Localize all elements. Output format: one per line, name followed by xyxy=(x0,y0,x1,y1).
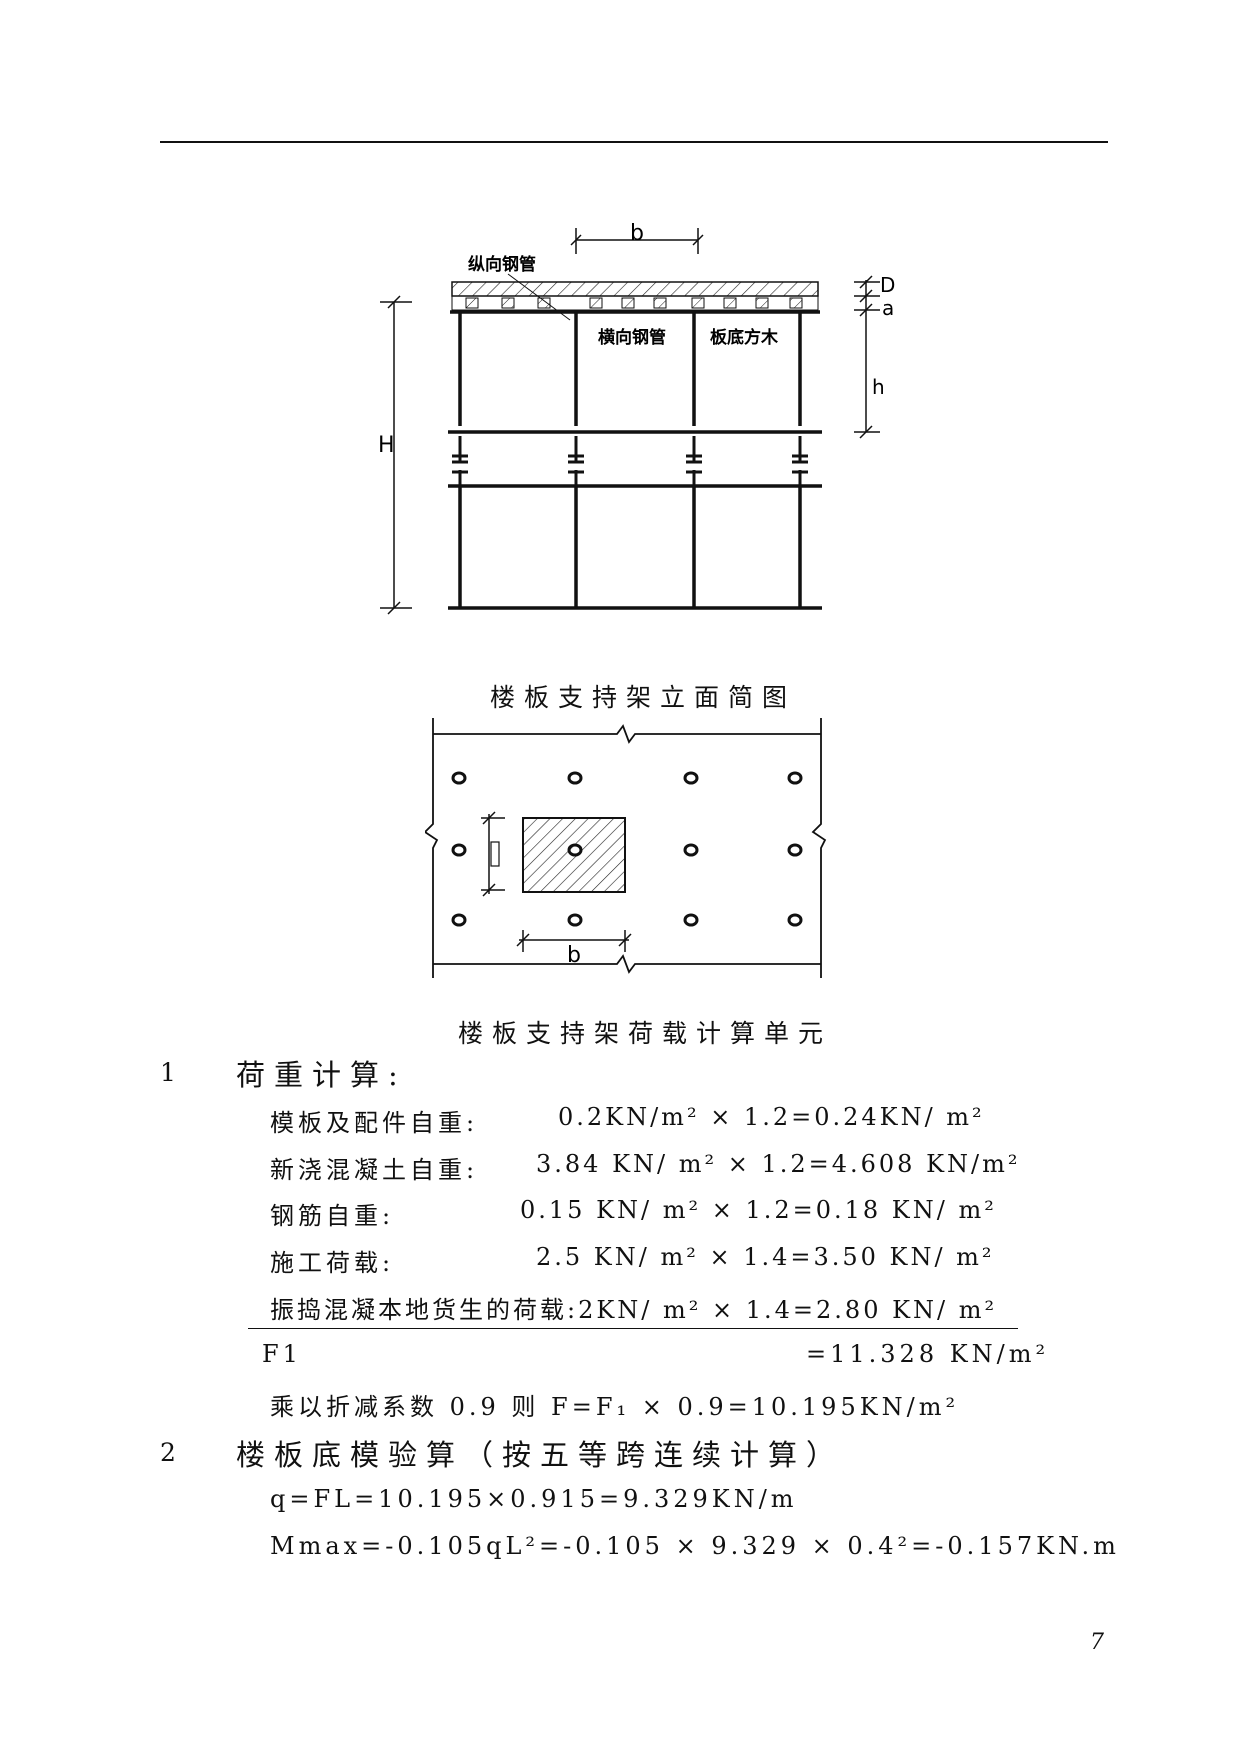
figure2-caption: 楼板支持架荷载计算单元 xyxy=(458,1019,833,1048)
label-a: a xyxy=(882,296,894,320)
label-transverse-pipe: 横向钢管 xyxy=(598,327,666,348)
timber-row xyxy=(451,295,819,311)
section2-title: 楼板底模验算（按五等跨连续计算） xyxy=(236,1438,845,1472)
q-formula: q=FL=10.195×0.915=9.329KN/m xyxy=(270,1485,798,1513)
dimension-b: b xyxy=(570,221,704,254)
load-item-construction: 施工荷载: xyxy=(270,1249,395,1277)
load-item-vibration: 振捣混凝本地货生的荷载:2KN/ m² × 1.4=2.80 KN/ m² xyxy=(270,1296,998,1324)
label-bottom-timber: 板底方木 xyxy=(710,327,779,348)
reduction-line: 乘以折减系数 0.9 则 F=F₁ × 0.9=10.195KN/m² xyxy=(270,1393,960,1421)
section1-number: 1 xyxy=(160,1058,176,1087)
figure1-caption: 楼板支持架立面简图 xyxy=(490,683,797,712)
section2-number: 2 xyxy=(160,1438,176,1467)
label-b-unit: b xyxy=(567,943,581,968)
section1-title: 荷重计算: xyxy=(236,1058,407,1092)
timber-blocks xyxy=(465,297,803,309)
load-item-formwork: 模板及配件自重: xyxy=(270,1103,478,1138)
page-number: 7 xyxy=(1090,1630,1104,1655)
floor-slab xyxy=(451,281,819,297)
load-item-construction-formula: 2.5 KN/ m² × 1.4=3.50 KN/ m² xyxy=(536,1243,995,1271)
label-H: H xyxy=(378,433,395,458)
pipe-couplers xyxy=(452,436,808,486)
header-rule xyxy=(160,141,1108,143)
sum-rule xyxy=(248,1328,1018,1329)
load-item-rebar: 钢筋自重: xyxy=(270,1202,395,1230)
load-item-name: 模板及配件自重: xyxy=(270,1109,479,1137)
dimension-D-a-h xyxy=(854,275,880,439)
load-item-concrete-formula: 3.84 KN/ m² × 1.2=4.608 KN/m² xyxy=(536,1150,1021,1178)
unit-border xyxy=(425,718,827,978)
dimension-l xyxy=(481,811,505,897)
upper-posts xyxy=(458,312,802,426)
sum-value: =11.328 KN/m² xyxy=(806,1340,1050,1368)
post-markers xyxy=(451,771,803,927)
load-item-formwork-formula: 0.2KN/m² × 1.2=0.24KN/ m² xyxy=(558,1103,985,1131)
sum-label: F1 xyxy=(262,1340,302,1368)
load-item-concrete: 新浇混凝土自重: xyxy=(270,1156,479,1184)
label-h: h xyxy=(872,375,885,399)
m-formula: Mmax=-0.105qL²=-0.105 × 9.329 × 0.4²=-0.… xyxy=(270,1532,1120,1560)
dimension-H xyxy=(380,295,412,615)
elevation-diagram: b 纵向钢管 横向钢管 板底方木 xyxy=(378,221,895,615)
label-longitudinal-pipe: 纵向钢管 xyxy=(468,254,536,275)
lower-posts xyxy=(458,486,802,608)
dimension-b-unit xyxy=(516,930,632,952)
label-b-top: b xyxy=(630,221,644,246)
label-D: D xyxy=(880,273,895,297)
load-unit-diagram: l b xyxy=(425,718,827,978)
load-item-rebar-formula: 0.15 KN/ m² × 1.2=0.18 KN/ m² xyxy=(520,1196,997,1224)
